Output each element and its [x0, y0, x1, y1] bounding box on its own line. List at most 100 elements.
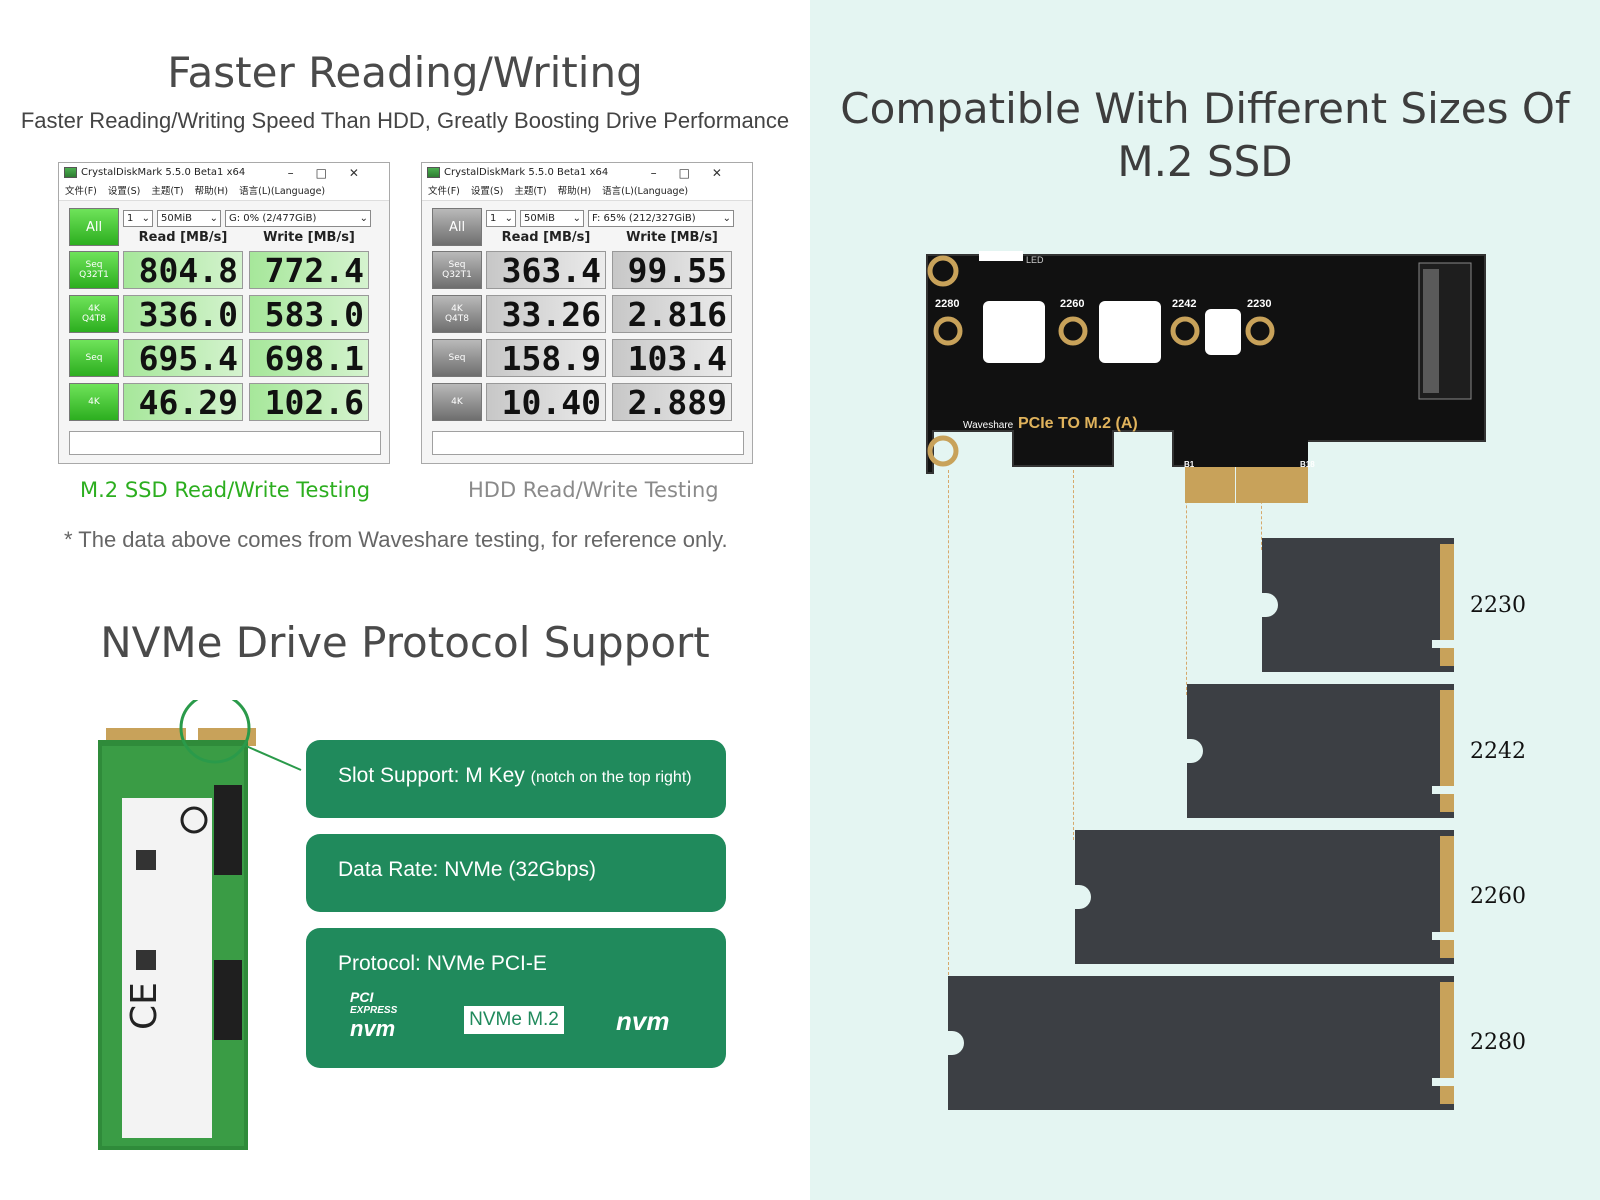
hole-label-2230: 2230 — [1247, 298, 1272, 310]
write-value: 2.816 — [612, 295, 732, 333]
pci-express-logo: PCI EXPRESS nvm — [350, 989, 398, 1041]
data-rate-card: Data Rate: NVMe (32Gbps) — [306, 834, 726, 912]
window-titlebar: CrystalDiskMark 5.5.0 Beta1 x64 –□✕ — [59, 163, 389, 183]
write-value: 102.6 — [249, 383, 369, 421]
hdd-benchmark-window: CrystalDiskMark 5.5.0 Beta1 x64 –□✕ 文件(F) 设… — [421, 162, 753, 464]
slot-support-text: Slot Support: M Key — [338, 764, 525, 787]
mount-hole — [927, 255, 959, 287]
read-value: 363.4 — [486, 251, 606, 289]
board-brand: Waveshare — [963, 420, 1014, 431]
ssd-2230 — [1260, 538, 1454, 672]
pcie-adapter-board — [926, 251, 1486, 503]
window-titlebar: CrystalDiskMark 5.5.0 Beta1 x64 –□✕ — [422, 163, 752, 183]
ssd-size-label: 2242 — [1470, 739, 1526, 764]
menu-item[interactable]: 语言(L)(Language) — [239, 186, 326, 197]
read-value: 46.29 — [123, 383, 243, 421]
ssd-caption: M.2 SSD Read/Write Testing — [80, 478, 371, 502]
menu-item[interactable]: 主题(T) — [514, 186, 547, 197]
menu-item[interactable]: 文件(F) — [65, 186, 97, 197]
hole-label-2242: 2242 — [1172, 298, 1197, 310]
read-value: 158.9 — [486, 339, 606, 377]
ssd-benchmark-window: CrystalDiskMark 5.5.0 Beta1 x64 –□✕ 文件(F) 设… — [58, 162, 390, 464]
read-value: 695.4 — [123, 339, 243, 377]
test-row-button[interactable]: 4K — [432, 383, 482, 421]
guide-2242 — [1186, 470, 1187, 695]
run-all-button[interactable]: All — [432, 208, 482, 246]
slot-support-note: (notch on the top right) — [530, 769, 692, 786]
guide-2230 — [1261, 470, 1262, 550]
read-value: 804.8 — [123, 251, 243, 289]
menu-bar: 文件(F) 设置(S) 主题(T) 帮助(H) 语言(L)(Language) — [422, 183, 752, 201]
ssd-label-sticker — [122, 798, 212, 1138]
pcie-gold-fingers — [1185, 465, 1235, 503]
key-notch-highlight — [179, 700, 251, 764]
menu-item[interactable]: 帮助(H) — [194, 186, 229, 197]
drive-select[interactable]: G: 0% (2/477GiB)⌄ — [225, 210, 371, 227]
menu-item[interactable]: 语言(L)(Language) — [602, 186, 689, 197]
ssd-size-label: 2280 — [1470, 1030, 1526, 1055]
disclaimer-text: * The data above comes from Waveshare te… — [64, 527, 728, 552]
speed-subtitle: Faster Reading/Writing Speed Than HDD, G… — [20, 108, 790, 133]
run-all-button[interactable]: All — [69, 208, 119, 246]
ssd-size-label: 2230 — [1470, 593, 1526, 618]
ssd-2280 — [946, 976, 1454, 1110]
menu-item[interactable]: 帮助(H) — [557, 186, 592, 197]
hole-label-2280: 2280 — [935, 298, 960, 310]
window-title: CrystalDiskMark 5.5.0 Beta1 x64 — [444, 167, 609, 178]
write-header: Write [MB/s] — [263, 230, 355, 245]
hole-2230 — [1245, 316, 1275, 346]
menu-bar: 文件(F) 设置(S) 主题(T) 帮助(H) 语言(L)(Language) — [59, 183, 389, 201]
speed-title: Faster Reading/Writing — [167, 48, 643, 97]
read-value: 10.40 — [486, 383, 606, 421]
write-value: 103.4 — [612, 339, 732, 377]
menu-item[interactable]: 设置(S) — [470, 186, 504, 197]
write-value: 698.1 — [249, 339, 369, 377]
count-select[interactable]: 1⌄ — [486, 210, 516, 227]
protocol-text: Protocol: NVMe PCI-E — [338, 952, 547, 975]
pin-b1-label: B1 — [1184, 460, 1195, 469]
test-row-button[interactable]: 4K — [69, 383, 119, 421]
guide-2280 — [948, 470, 949, 980]
protocol-card: Protocol: NVMe PCI-E PCI EXPRESS nvm NVM… — [306, 928, 726, 1068]
size-select[interactable]: 50MiB⌄ — [520, 210, 584, 227]
hole-2242 — [1170, 316, 1200, 346]
read-value: 336.0 — [123, 295, 243, 333]
pin-b18-label: B18 — [1300, 460, 1315, 469]
test-row-button[interactable]: 4K Q4T8 — [69, 295, 119, 333]
menu-item[interactable]: 设置(S) — [107, 186, 141, 197]
performance-panel: Faster Reading/Writing Faster Reading/Wr… — [20, 48, 790, 1150]
count-select[interactable]: 1⌄ — [123, 210, 153, 227]
svg-text:CE: CE — [124, 982, 165, 1030]
hole-2260 — [1058, 316, 1088, 346]
drive-select[interactable]: F: 65% (212/327GiB)⌄ — [588, 210, 734, 227]
ssd-2260 — [1073, 830, 1454, 964]
size-select[interactable]: 50MiB⌄ — [157, 210, 221, 227]
data-rate-text: Data Rate: NVMe (32Gbps) — [338, 858, 596, 881]
window-controls[interactable]: –□✕ — [287, 166, 381, 180]
board-name: PCIe TO M.2 (A) — [1018, 415, 1138, 432]
test-row-button[interactable]: 4K Q4T8 — [432, 295, 482, 333]
window-controls[interactable]: –□✕ — [650, 166, 744, 180]
comment-field[interactable] — [432, 431, 744, 455]
test-row-button[interactable]: Seq — [69, 339, 119, 377]
led-label: LED — [1026, 255, 1044, 265]
guide-2260 — [1073, 470, 1074, 840]
menu-item[interactable]: 文件(F) — [428, 186, 460, 197]
write-header: Write [MB/s] — [626, 230, 718, 245]
test-row-button[interactable]: Seq Q32T1 — [69, 251, 119, 289]
comment-field[interactable] — [69, 431, 381, 455]
slot-support-card: Slot Support: M Key (notch on the top ri… — [306, 740, 726, 818]
nvme-title: NVMe Drive Protocol Support — [100, 618, 710, 667]
mount-hole — [927, 435, 959, 467]
menu-item[interactable]: 主题(T) — [151, 186, 184, 197]
window-title: CrystalDiskMark 5.5.0 Beta1 x64 — [81, 167, 246, 178]
hole-2280 — [933, 316, 963, 346]
test-row-button[interactable]: Seq — [432, 339, 482, 377]
write-value: 772.4 — [249, 251, 369, 289]
hole-label-2260: 2260 — [1060, 298, 1085, 310]
write-value: 583.0 — [249, 295, 369, 333]
app-icon — [64, 167, 77, 178]
ssd-2242 — [1185, 684, 1454, 818]
write-value: 2.889 — [612, 383, 732, 421]
test-row-button[interactable]: Seq Q32T1 — [432, 251, 482, 289]
